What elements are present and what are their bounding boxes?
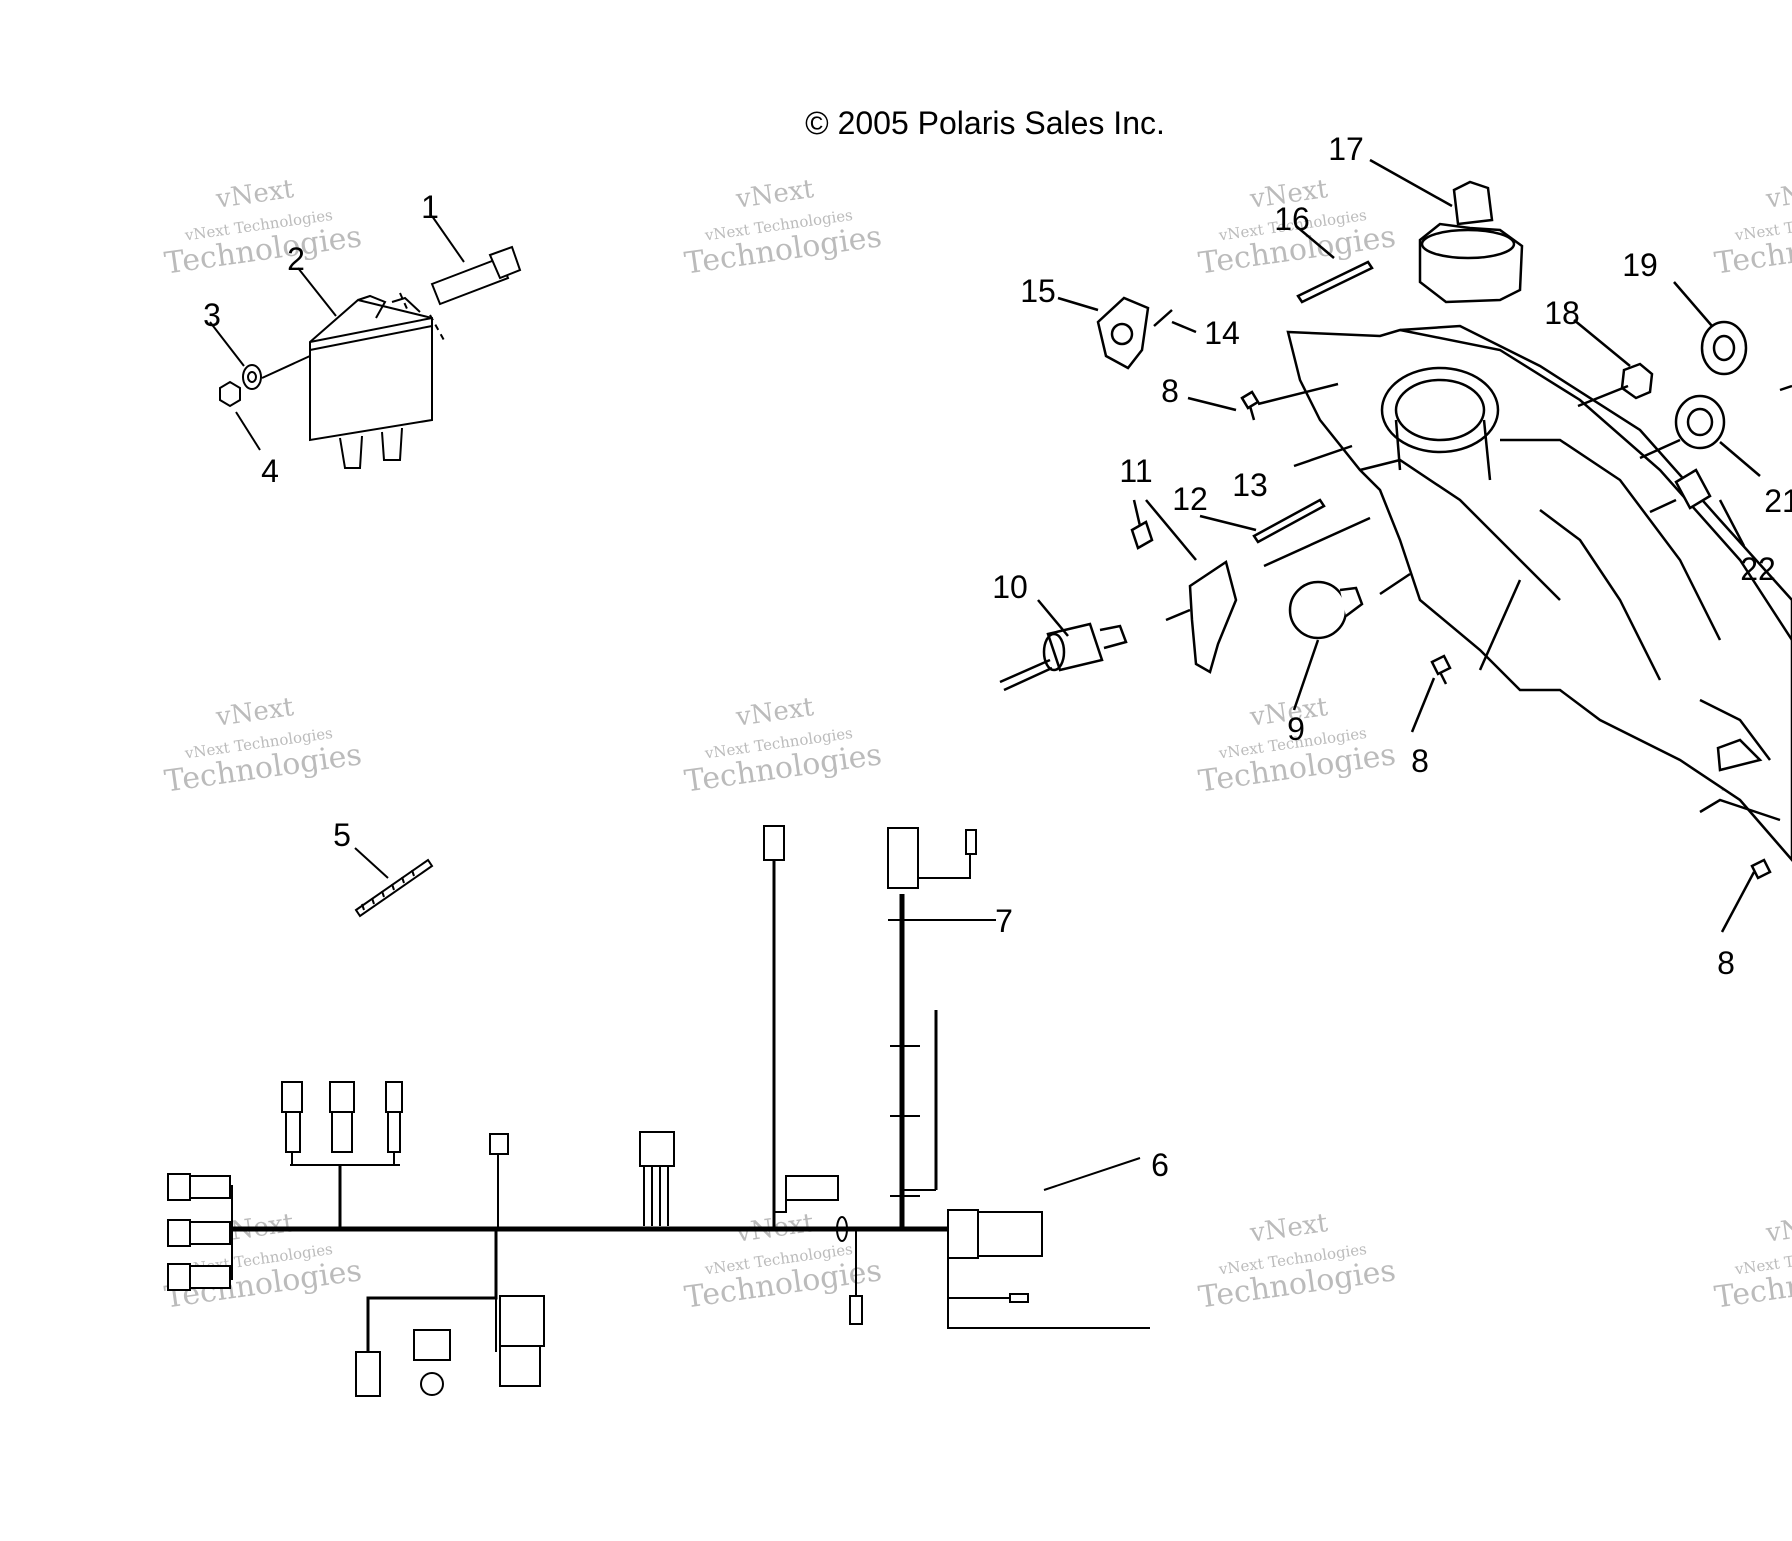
copyright-text: © 2005 Polaris Sales Inc. (805, 105, 1165, 141)
watermark-text: vNext (213, 174, 296, 215)
callout-15: 15 (1020, 273, 1056, 309)
callout-11: 11 (1119, 453, 1152, 489)
callout-10: 10 (992, 569, 1028, 605)
callout-3: 3 (203, 297, 221, 333)
watermark-text: vNext (1763, 174, 1792, 215)
callout-6: 6 (1151, 1147, 1169, 1183)
callout-8a: 8 (1161, 373, 1179, 409)
watermark-text: vNext (1247, 1208, 1330, 1249)
callout-2: 2 (287, 241, 305, 277)
callout-4: 4 (261, 453, 279, 489)
callout-13: 13 (1232, 467, 1268, 503)
console-assembly (999, 158, 1792, 933)
callout-8b: 8 (1411, 743, 1429, 779)
callout-1: 1 (421, 189, 439, 225)
callout-12: 12 (1172, 481, 1208, 517)
callout-8c: 8 (1717, 945, 1735, 981)
watermark-text: vNext (733, 692, 816, 733)
callout-18: 18 (1544, 295, 1580, 331)
callout-22: 22 (1740, 551, 1776, 587)
callout-5: 5 (333, 817, 351, 853)
callout-21: 21 (1764, 483, 1792, 519)
callout-17: 17 (1328, 131, 1364, 167)
wiring-harness (167, 825, 1150, 1397)
callout-14: 14 (1204, 315, 1240, 351)
callout-7: 7 (995, 903, 1013, 939)
cdi-module-assembly (209, 215, 522, 469)
watermark-text: vNext (733, 174, 816, 215)
callout-16: 16 (1274, 201, 1310, 237)
cable-tie-5 (354, 847, 434, 918)
callout-9: 9 (1287, 711, 1305, 747)
watermark-text: vNext (1763, 1208, 1792, 1249)
watermark-text: vNext (213, 692, 296, 733)
callout-19: 19 (1622, 247, 1658, 283)
